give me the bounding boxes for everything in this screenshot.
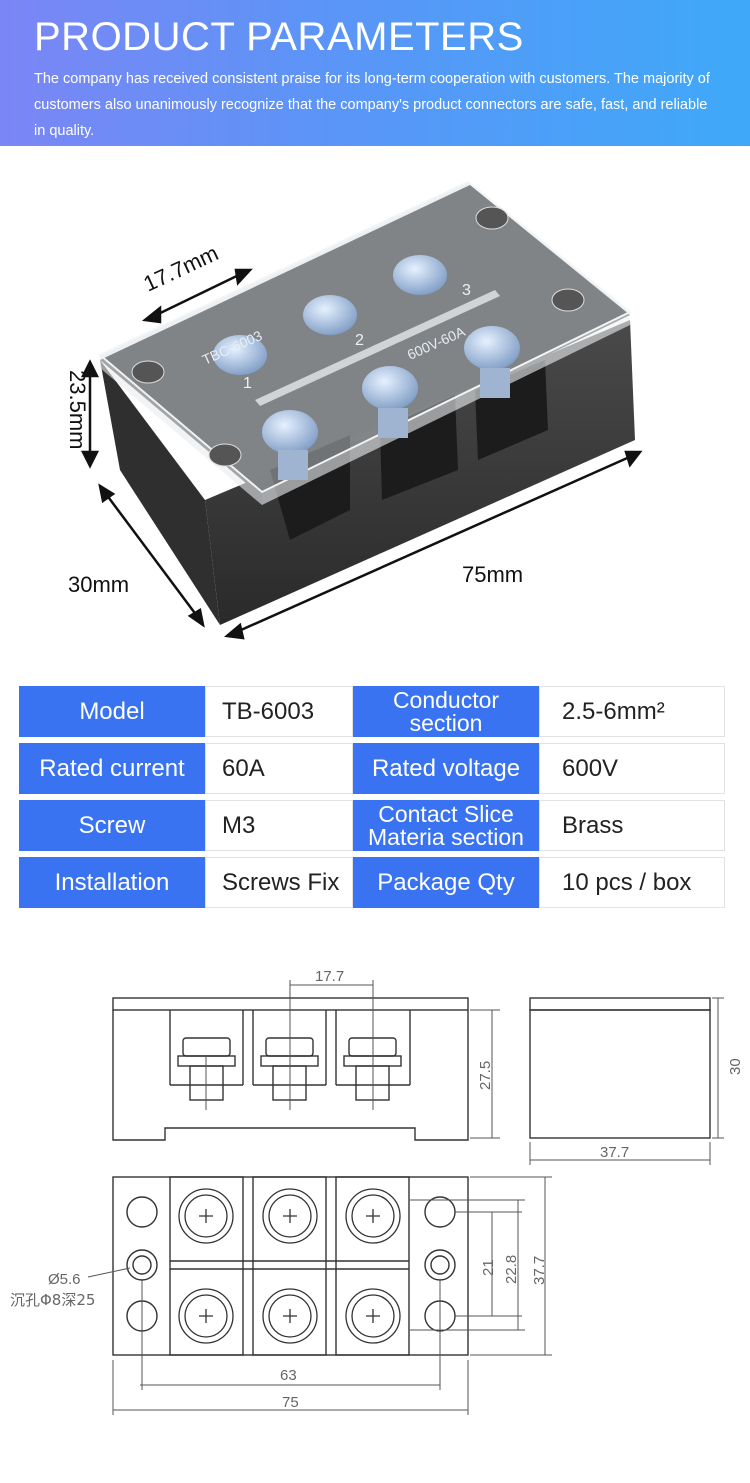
dim-hole-spacing-inner: 21 bbox=[480, 1259, 497, 1276]
spec-label: Model bbox=[19, 686, 205, 737]
spec-label: Rated current bbox=[19, 743, 205, 794]
dim-length-label: 75mm bbox=[462, 562, 523, 587]
spec-value: Screws Fix bbox=[205, 857, 353, 908]
table-row: Screw M3 Contact Slice Materia section B… bbox=[19, 800, 725, 851]
dim-length: 75 bbox=[282, 1394, 299, 1411]
terminal-number: 3 bbox=[462, 282, 471, 299]
table-row: Model TB-6003 Conductor section 2.5-6mm² bbox=[19, 686, 725, 737]
spec-label: Conductor section bbox=[353, 686, 539, 737]
dim-hole-spacing-mid: 22.8 bbox=[503, 1255, 520, 1284]
spec-value: 60A bbox=[205, 743, 353, 794]
table-row: Rated current 60A Rated voltage 600V bbox=[19, 743, 725, 794]
dim-depth-label: 30mm bbox=[68, 572, 129, 597]
dim-side-width: 37.7 bbox=[600, 1144, 629, 1161]
dim-depth: 37.7 bbox=[531, 1256, 548, 1285]
spec-label: Contact Slice Materia section bbox=[353, 800, 539, 851]
spec-value: 600V bbox=[539, 743, 725, 794]
spec-value: TB-6003 bbox=[205, 686, 353, 737]
header-banner: PRODUCT PARAMETERS The company has recei… bbox=[0, 0, 750, 146]
dim-side-height: 30 bbox=[727, 1058, 744, 1075]
spec-table: Model TB-6003 Conductor section 2.5-6mm²… bbox=[19, 686, 725, 914]
screw-icon bbox=[178, 1188, 401, 1344]
technical-drawing: 17.7 27.5 37.7 30 Ø5.6 沉孔Φ8深25 21 22.8 3… bbox=[10, 968, 744, 1415]
terminal-number: 2 bbox=[355, 332, 364, 349]
dim-mount-spacing: 63 bbox=[280, 1367, 297, 1384]
dim-height: 27.5 bbox=[477, 1061, 494, 1090]
spec-value: 2.5-6mm² bbox=[539, 686, 725, 737]
page-description: The company has received consistent prai… bbox=[34, 71, 710, 139]
dim-height-label: 23.5mm bbox=[65, 370, 90, 449]
spec-value: Brass bbox=[539, 800, 725, 851]
spec-value: M3 bbox=[205, 800, 353, 851]
product-photo: TBC-6003 600V-60A 1 2 3 17.7mm 23.5mm 30… bbox=[65, 180, 643, 640]
dim-countersink: 沉孔Φ8深25 bbox=[10, 1291, 95, 1309]
table-row: Installation Screws Fix Package Qty 10 p… bbox=[19, 857, 725, 908]
terminal-number: 1 bbox=[243, 375, 252, 392]
dim-hole-diameter: Ø5.6 bbox=[48, 1271, 81, 1288]
spec-label: Rated voltage bbox=[353, 743, 539, 794]
dim-pitch: 17.7 bbox=[315, 968, 344, 985]
page-title: PRODUCT PARAMETERS bbox=[34, 15, 524, 59]
spec-label: Screw bbox=[19, 800, 205, 851]
screw-icon bbox=[213, 255, 520, 480]
spec-value: 10 pcs / box bbox=[539, 857, 725, 908]
spec-label: Package Qty bbox=[353, 857, 539, 908]
spec-label: Installation bbox=[19, 857, 205, 908]
